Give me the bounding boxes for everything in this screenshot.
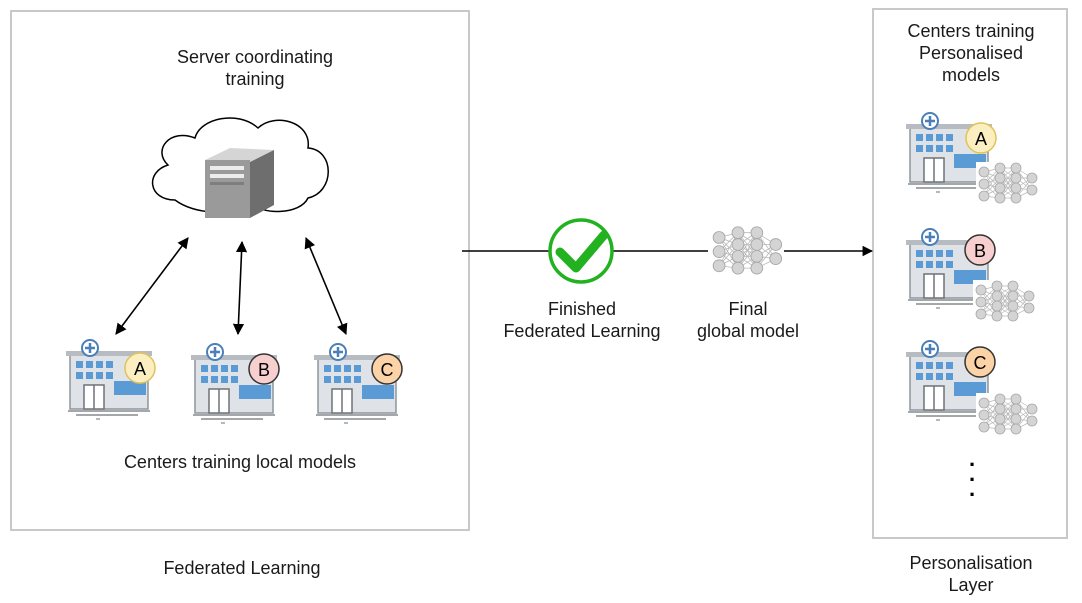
link-arrow-c bbox=[304, 236, 348, 336]
checkmark-icon bbox=[548, 218, 614, 284]
center-badge-label: A bbox=[975, 129, 987, 149]
personalisation-title: Centers training Personalised models bbox=[907, 21, 1035, 85]
server-label: Server coordinating training bbox=[176, 47, 334, 89]
neural-network-icon bbox=[976, 393, 1038, 437]
center-badge-label: B bbox=[258, 360, 270, 380]
svg-text:.: . bbox=[969, 446, 975, 471]
server-icon bbox=[205, 148, 274, 218]
federated-learning-caption: Federated Learning bbox=[163, 558, 321, 578]
center-badge-label: B bbox=[974, 241, 986, 261]
global-model-icon bbox=[708, 222, 784, 275]
center-badge-c: C bbox=[371, 353, 403, 385]
center-badge-a: A bbox=[124, 352, 156, 384]
center-badge-label: C bbox=[974, 353, 987, 373]
center-badge-b: B bbox=[248, 353, 280, 385]
personalisation-caption: Personalisation Layer bbox=[909, 553, 1033, 595]
center-badge-a: A bbox=[965, 122, 997, 154]
center-badge-c: C bbox=[964, 346, 996, 378]
link-arrow-a bbox=[115, 237, 189, 335]
center-badge-b: B bbox=[964, 234, 996, 266]
svg-text:.: . bbox=[969, 461, 975, 486]
link-arrow-b bbox=[232, 240, 248, 336]
final-model-label: Final global model bbox=[696, 299, 800, 341]
center-badge-label: A bbox=[134, 359, 146, 379]
center-badge-label: C bbox=[381, 360, 394, 380]
centers-local-label: Centers training local models bbox=[123, 452, 357, 472]
svg-text:.: . bbox=[969, 476, 975, 501]
finished-label: Finished Federated Learning bbox=[503, 299, 661, 341]
neural-network-icon bbox=[973, 280, 1035, 324]
neural-network-icon bbox=[976, 162, 1038, 206]
ellipsis: . . . bbox=[969, 446, 975, 501]
